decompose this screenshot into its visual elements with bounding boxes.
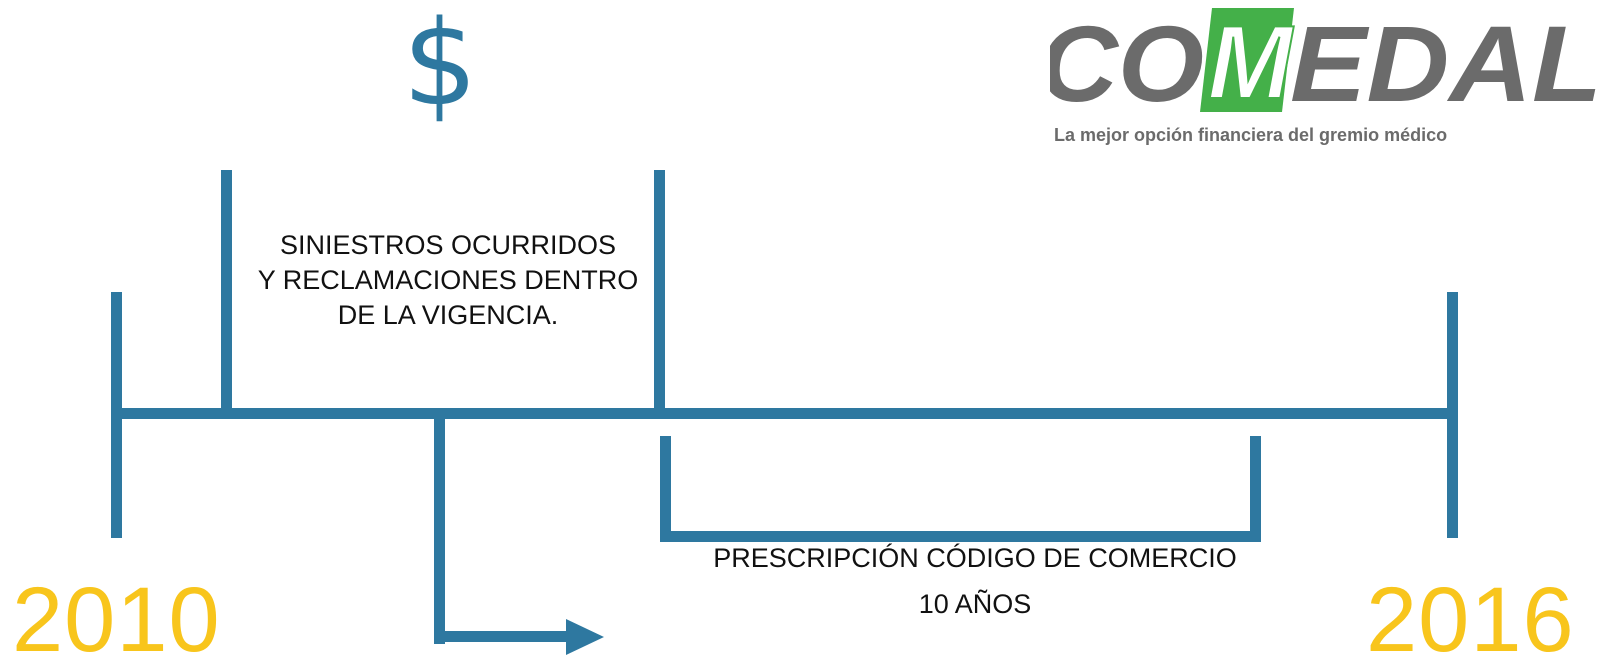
claims-arrow-shaft [434, 631, 574, 642]
logo-letters-left: CO [1050, 8, 1204, 124]
timeline-main-axis [118, 408, 1451, 419]
end-year: 2016 [1366, 569, 1575, 671]
claims-arrow-head [566, 619, 604, 655]
coverage-line-2: Y RECLAMACIONES DENTRO [257, 265, 639, 295]
timeline-start-tick [111, 292, 122, 538]
logo-letters-right: EDAL [1290, 8, 1602, 124]
coverage-description: SINIESTROS OCURRIDOS Y RECLAMACIONES DEN… [238, 228, 658, 333]
coverage-right-marker [654, 170, 665, 412]
logo-letter-m: M [1208, 8, 1294, 121]
prescription-bracket-bottom [660, 531, 1261, 542]
timeline-end-tick [1447, 292, 1458, 538]
start-year: 2010 [12, 569, 221, 671]
comedal-logo: CO M EDAL [1050, 8, 1602, 124]
coverage-left-marker [221, 170, 232, 412]
prescription-period: 10 AÑOS [918, 589, 1032, 619]
prescription-bracket-left [660, 436, 671, 542]
coverage-line-3: DE LA VIGENCIA. [337, 300, 559, 330]
logo-tagline: La mejor opción financiera del gremio mé… [1054, 125, 1448, 145]
coverage-line-1: SINIESTROS OCURRIDOS [279, 230, 617, 260]
dollar-icon: $ [402, 0, 478, 132]
prescription-title: PRESCRIPCIÓN CÓDIGO DE COMERCIO [713, 543, 1237, 573]
prescription-bracket-right [1250, 436, 1261, 542]
claims-arrow-stem [434, 419, 445, 644]
logo-m-box [1200, 8, 1294, 112]
